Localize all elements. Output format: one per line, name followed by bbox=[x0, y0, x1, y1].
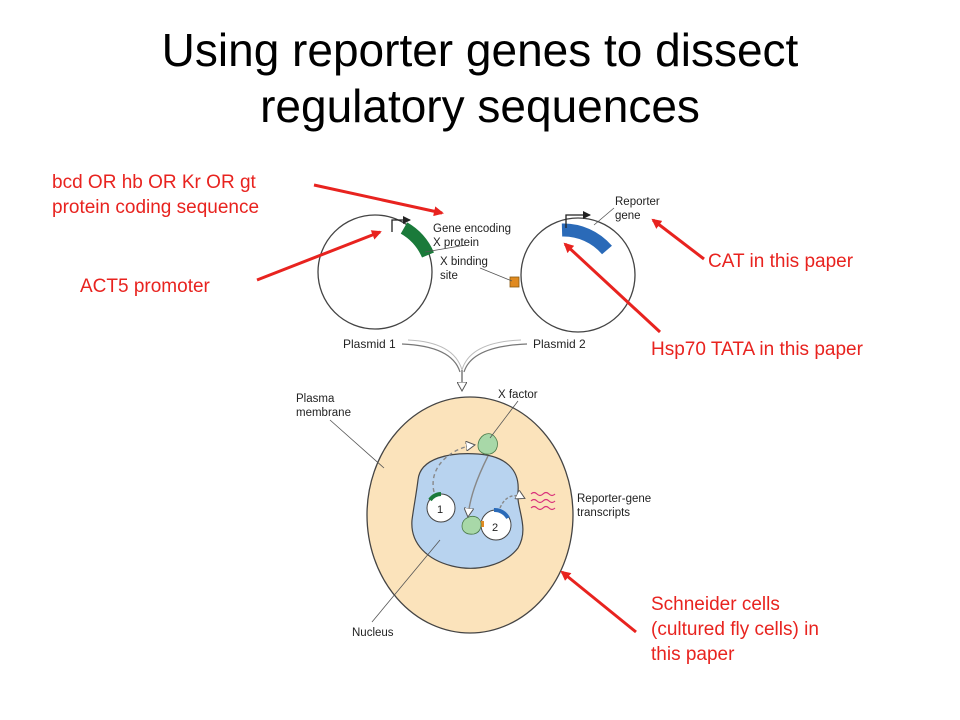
cells-annotation: Schneider cells (cultured fly cells) in … bbox=[651, 592, 819, 667]
cells-line-1: Schneider cells bbox=[651, 594, 780, 615]
x-factor-leader bbox=[489, 400, 519, 439]
transcription-arrow bbox=[499, 496, 524, 509]
cells-arrow bbox=[560, 570, 637, 634]
reporter-transcripts-icon bbox=[530, 491, 556, 511]
nucleus-label: Nucleus bbox=[352, 627, 394, 639]
binding-site-leader bbox=[479, 267, 513, 282]
coding-sequence-line-1: bcd OR hb OR Kr OR gt bbox=[52, 172, 256, 193]
plasmid-2-number: 2 bbox=[492, 522, 498, 534]
tata-arrow bbox=[563, 242, 662, 334]
reporter-arrow bbox=[651, 218, 705, 261]
reporter-gene-label: Reporter gene bbox=[615, 196, 663, 222]
promoter-start-arrow bbox=[391, 216, 411, 232]
reporter-annotation: CAT in this paper bbox=[708, 251, 854, 272]
act5-gene-segment bbox=[400, 222, 434, 258]
x-factor-label: X factor bbox=[498, 389, 538, 401]
nucleus-binding-site bbox=[479, 521, 484, 527]
plasma-membrane-leader bbox=[329, 419, 385, 469]
x-binding-site-label: X binding site bbox=[440, 256, 491, 282]
coding-sequence-arrow bbox=[313, 183, 444, 217]
reporter-gene-leader bbox=[593, 207, 615, 226]
plasmid-1-number: 1 bbox=[437, 504, 443, 516]
nucleus-leader bbox=[371, 539, 441, 623]
plasmid-1-label: Plasmid 1 bbox=[343, 337, 396, 351]
import-arrow bbox=[468, 455, 489, 516]
promoter-annotation: ACT5 promoter bbox=[80, 276, 210, 297]
export-arrow bbox=[432, 445, 474, 493]
plasmid-2-circle bbox=[520, 217, 636, 333]
nucleus-plasmid-1-gene bbox=[428, 492, 442, 502]
reporter-transcripts-label: Reporter-gene transcripts bbox=[577, 493, 654, 519]
title-line-1: Using reporter genes to dissect bbox=[161, 24, 799, 76]
page-title: Using reporter genes to dissect regulato… bbox=[0, 22, 960, 134]
gene-encoding-label: Gene encoding X protein bbox=[433, 223, 514, 249]
plasmid-1-circle bbox=[317, 214, 433, 330]
plasmid-1 bbox=[317, 214, 434, 330]
nucleus-plasmid-2-gene bbox=[493, 508, 510, 520]
reporter-start-arrow bbox=[565, 211, 591, 228]
cells-line-2: (cultured fly cells) in bbox=[651, 619, 819, 640]
x-binding-site-box bbox=[509, 276, 520, 288]
promoter-arrow bbox=[256, 230, 382, 282]
title-line-2: regulatory sequences bbox=[260, 80, 700, 132]
cells-line-3: this paper bbox=[651, 644, 735, 665]
x-factor-cytoplasm bbox=[477, 433, 498, 455]
coding-sequence-annotation: bcd OR hb OR Kr OR gt protein coding seq… bbox=[52, 170, 259, 220]
plasmid-2 bbox=[509, 211, 636, 333]
plasmid-2-label: Plasmid 2 bbox=[533, 337, 586, 351]
reporter-gene-segment bbox=[561, 223, 612, 255]
gene-encoding-leader bbox=[424, 244, 467, 253]
tata-annotation: Hsp70 TATA in this paper bbox=[651, 339, 863, 360]
x-factor-bound bbox=[461, 516, 482, 535]
merge-arrow bbox=[401, 339, 528, 390]
coding-sequence-line-2: protein coding sequence bbox=[52, 197, 260, 218]
plasma-membrane-label: Plasma membrane bbox=[296, 393, 351, 419]
